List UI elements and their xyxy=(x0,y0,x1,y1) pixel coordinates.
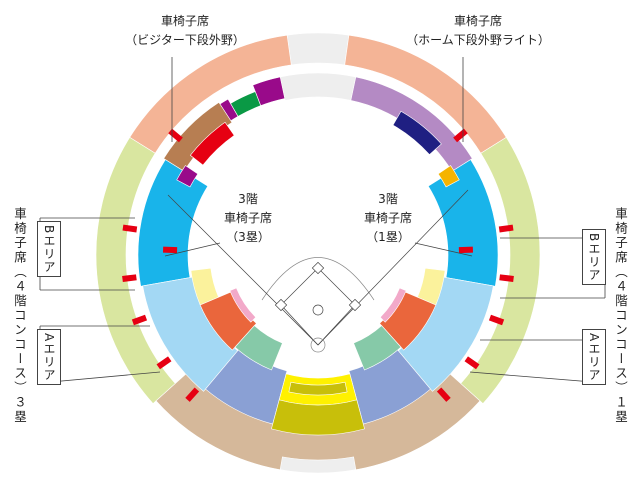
foul-line-first xyxy=(317,189,469,346)
wheelchair-marker xyxy=(498,224,514,233)
wheelchair-marker xyxy=(156,356,172,370)
label-line: 3階 xyxy=(378,192,398,206)
label-line: 車椅子席 xyxy=(363,211,413,225)
base xyxy=(274,298,288,312)
label-3f-first-base: 3階 車椅子席 （1塁） xyxy=(364,190,412,247)
wheelchair-marker xyxy=(162,246,178,254)
outfield-center xyxy=(279,72,357,101)
wheelchair-marker xyxy=(488,314,505,326)
label-4f-concourse-first: 車椅子席（４階コンコース）１塁 xyxy=(613,207,628,425)
wheelchair-marker xyxy=(499,274,514,282)
label-4f-concourse-third: 車椅子席（４階コンコース）３塁 xyxy=(12,207,27,425)
base xyxy=(348,298,362,312)
area-b-left-box: Bエリア xyxy=(37,221,61,278)
inner-mint-left xyxy=(234,325,283,371)
inner-pale-left xyxy=(190,267,219,306)
leader-line xyxy=(414,242,473,257)
area-a-left-box: Aエリア xyxy=(37,329,61,386)
label-line: （3塁） xyxy=(226,230,270,244)
wheelchair-marker xyxy=(122,274,137,282)
label-line: （ホーム下段外野ライト） xyxy=(406,33,550,47)
label-visitor-outfield: 車椅子席 （ビジター下段外野） xyxy=(125,12,245,50)
b-area-stand-left xyxy=(137,159,209,287)
area-b-right-box: Bエリア xyxy=(582,229,606,286)
visitor-green xyxy=(230,91,262,117)
infield-arc xyxy=(261,257,375,301)
base-paths xyxy=(280,267,356,346)
wheelchair-marker xyxy=(458,246,474,254)
upper-backstop-center xyxy=(279,456,357,474)
3f-wheelchair-3b xyxy=(176,165,199,188)
upper-center-outfield xyxy=(286,32,350,66)
base xyxy=(311,261,325,275)
wheelchair-marker xyxy=(122,224,138,233)
backnet-olive xyxy=(271,399,365,436)
wheelchair-marker xyxy=(436,387,451,402)
inner-mint-right xyxy=(353,325,402,371)
wheelchair-marker xyxy=(464,356,480,370)
label-line: 車椅子席 xyxy=(453,14,502,28)
label-line: 3階 xyxy=(238,192,258,206)
area-a-right-box: Aエリア xyxy=(582,329,606,386)
backnet-inner-olive xyxy=(288,381,348,396)
inner-pink-right xyxy=(379,287,407,323)
visitor-box xyxy=(252,76,286,107)
wheelchair-marker xyxy=(453,128,468,143)
wheelchair-marker xyxy=(131,314,148,326)
home-outfield-navy xyxy=(392,110,442,156)
3f-wheelchair-1b xyxy=(437,165,460,188)
label-line: 車椅子席 xyxy=(223,211,273,225)
wheelchair-marker xyxy=(185,387,200,402)
visitor-outfield-reserved xyxy=(189,121,235,166)
upper-outfield-left xyxy=(129,34,292,154)
visitor-box-small xyxy=(219,98,239,122)
foul-line-third xyxy=(167,194,319,346)
leader-line xyxy=(164,242,221,257)
upper-side-right xyxy=(460,136,541,404)
label-line: 車椅子席 xyxy=(160,14,210,28)
label-line: （1塁） xyxy=(366,230,410,244)
pitchers-mound xyxy=(312,304,324,316)
label-line: （ビジター下段外野） xyxy=(125,33,245,47)
b-area-stand-right xyxy=(427,159,499,287)
inner-pink-left xyxy=(229,287,257,323)
home-plate-circle xyxy=(310,337,326,353)
label-3f-third-base: 3階 車椅子席 （3塁） xyxy=(224,190,272,247)
label-home-outfield: 車椅子席 （ホーム下段外野ライト） xyxy=(406,12,550,50)
